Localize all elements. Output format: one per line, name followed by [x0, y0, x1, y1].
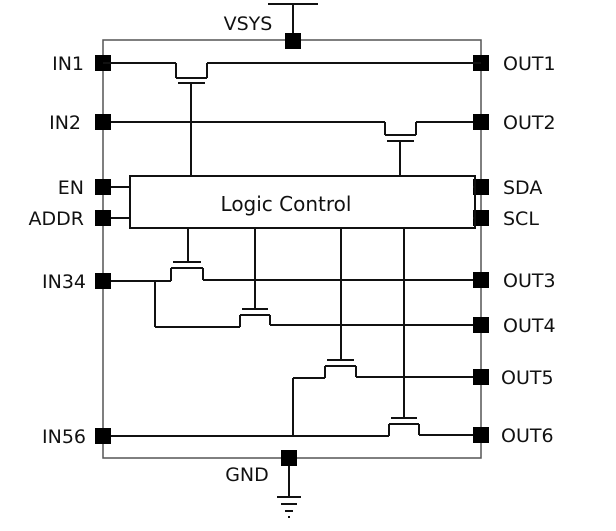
- in34-label: IN34: [42, 271, 86, 293]
- scl-label: SCL: [503, 208, 539, 230]
- addr-pin: [95, 210, 111, 226]
- in2-pin: [95, 114, 111, 130]
- in2-label: IN2: [49, 112, 81, 134]
- en-label: EN: [58, 177, 84, 199]
- switch-4: [239, 228, 473, 327]
- addr-label: ADDR: [29, 208, 84, 230]
- gnd-label: GND: [225, 464, 269, 486]
- ground-icon: [277, 496, 301, 518]
- in34-pin: [95, 273, 111, 289]
- out1-label: OUT1: [503, 53, 556, 75]
- in34-bus: [111, 280, 240, 328]
- switch-2: [111, 121, 473, 176]
- in56-bus: [111, 377, 389, 437]
- out2-label: OUT2: [503, 112, 556, 134]
- in56-label: IN56: [42, 426, 86, 448]
- in56-pin: [95, 428, 111, 444]
- logic-control-label: Logic Control: [221, 192, 352, 216]
- out5-pin: [473, 369, 489, 385]
- switch-5: [324, 228, 473, 378]
- switch-3: [170, 228, 473, 281]
- switch-6: [388, 228, 473, 436]
- vsys-label: VSYS: [224, 13, 273, 35]
- out3-pin: [473, 272, 489, 288]
- vsys-pin: [285, 33, 301, 49]
- logic-control-block: [129, 175, 476, 229]
- in1-label: IN1: [52, 53, 84, 75]
- out4-pin: [473, 317, 489, 333]
- out6-label: OUT6: [501, 425, 554, 447]
- out5-label: OUT5: [501, 367, 554, 389]
- out3-label: OUT3: [503, 270, 556, 292]
- switch-1: [111, 62, 473, 176]
- out6-pin: [473, 427, 489, 443]
- out2-pin: [473, 114, 489, 130]
- sda-pin: [473, 179, 489, 195]
- en-pin: [95, 179, 111, 195]
- out4-label: OUT4: [503, 315, 556, 337]
- scl-pin: [473, 210, 489, 226]
- sda-label: SDA: [503, 177, 542, 199]
- gnd-pin: [281, 450, 297, 466]
